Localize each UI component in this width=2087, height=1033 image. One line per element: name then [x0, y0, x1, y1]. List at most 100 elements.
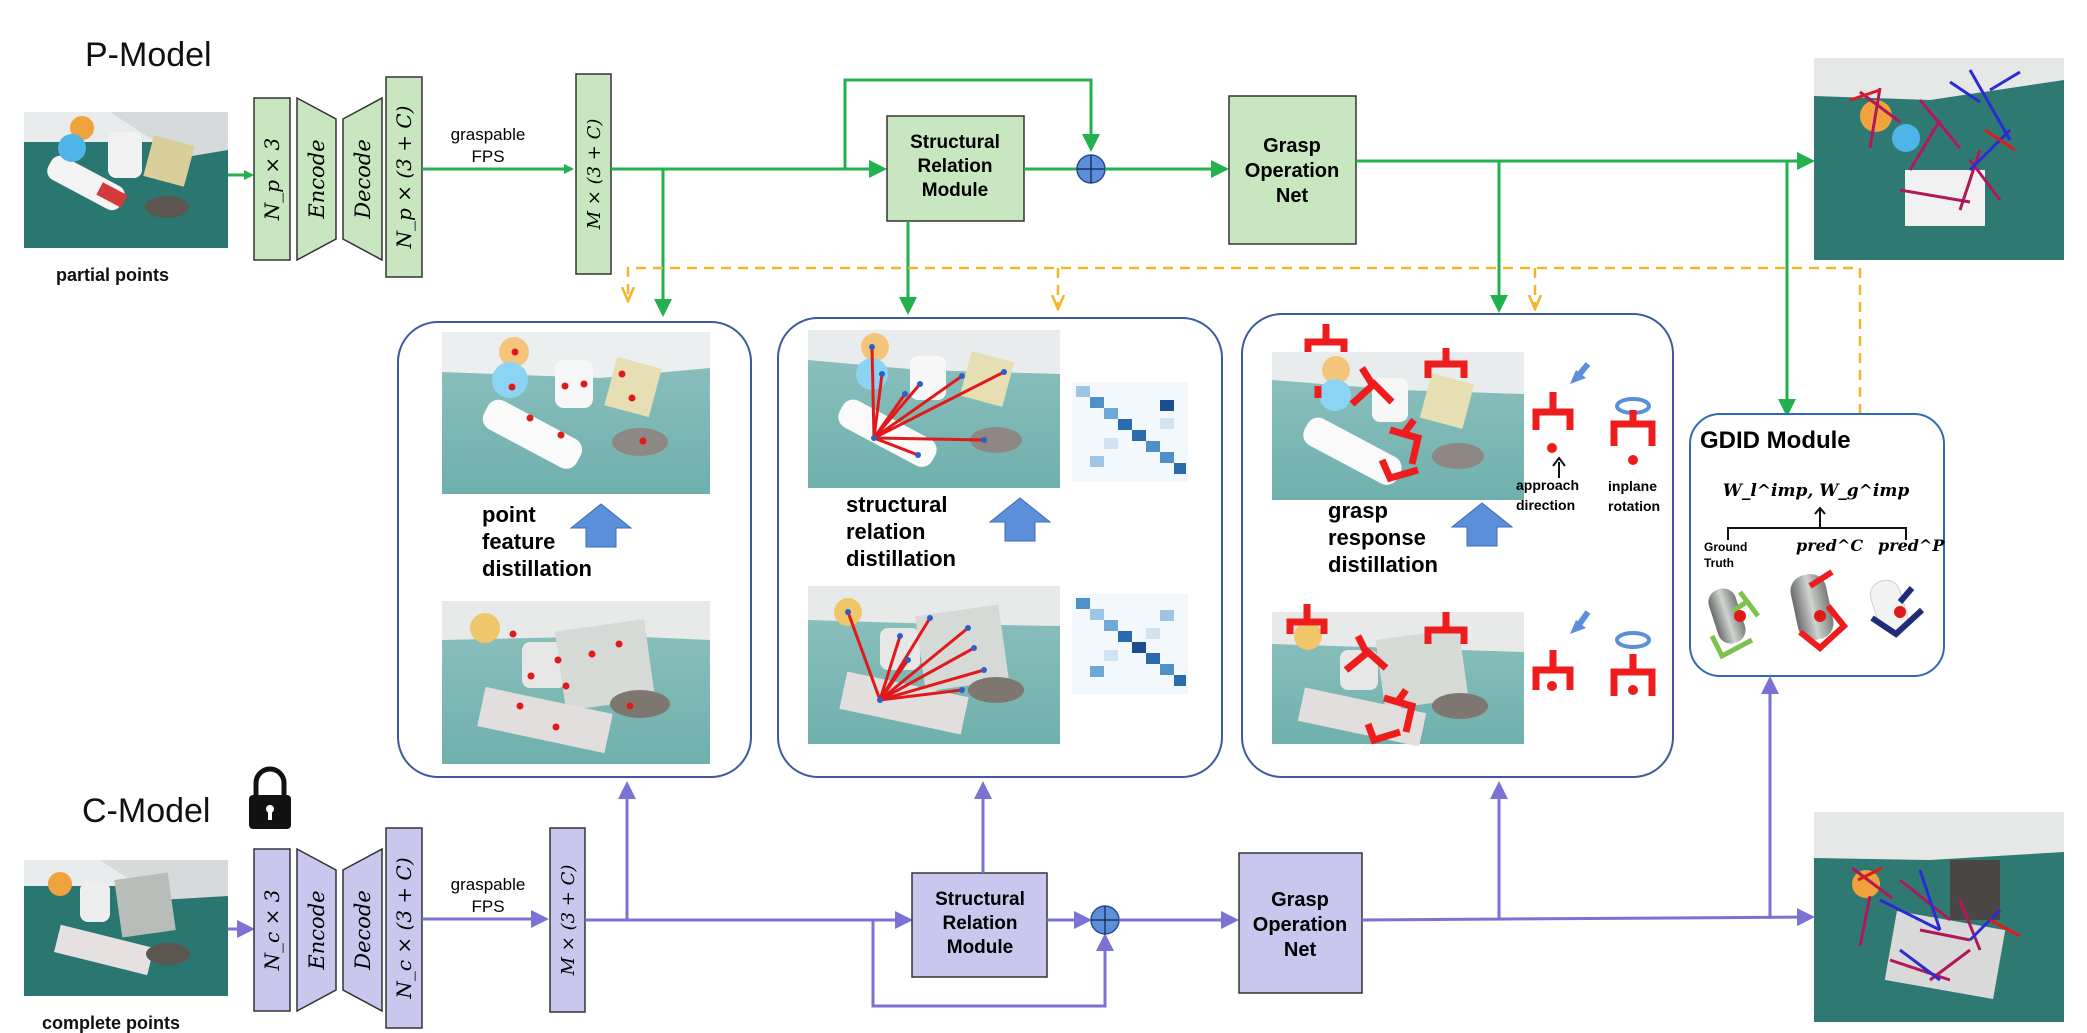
- srm-top-line2: Relation: [918, 156, 993, 177]
- gdid-feedback-dash-top: [628, 266, 1862, 414]
- approach-direction-icon-bottom: [1532, 610, 1591, 691]
- gon-top-line3: Net: [1276, 185, 1309, 207]
- gdid-weights: W_l^imp, W_g^imp: [1723, 481, 1910, 501]
- inplane-rotation-icon-top: [1610, 397, 1656, 465]
- grasp-panel-up-arrow: [1450, 502, 1514, 547]
- p-model-title: P-Model: [85, 36, 212, 74]
- grasp-panel-bottom-scene: [1272, 612, 1524, 747]
- sampled-shape-top-label: M × (3 + C): [584, 119, 605, 231]
- decoder-top-label: Decode: [351, 139, 375, 220]
- gon-bottom-line2: Operation: [1253, 914, 1347, 936]
- srm-top-line3: Module: [922, 180, 989, 201]
- gon-bottom-line1: Grasp: [1271, 889, 1329, 911]
- sampled-shape-bottom: M × (3 + C): [549, 827, 586, 1013]
- point-panel-up-arrow: [569, 503, 633, 548]
- grasp-panel-top-scene: [1272, 352, 1524, 500]
- decoder-bottom-label: Decode: [351, 890, 375, 971]
- struct-panel-bottom-edges: [846, 611, 985, 702]
- complete-points-image: [24, 860, 228, 996]
- decoder-out-top-label: N_p × (3 + C): [392, 106, 416, 250]
- grasp-operation-net-top: Grasp Operation Net: [1228, 95, 1357, 245]
- structural-relation-module-bottom: Structural Relation Module: [911, 872, 1048, 978]
- grasp-panel-line2: response: [1328, 525, 1426, 550]
- gon-top-line1: Grasp: [1263, 135, 1321, 157]
- sampled-shape-top: M × (3 + C): [575, 73, 612, 275]
- point-panel-top-scene: [442, 332, 710, 494]
- struct-panel-up-arrow: [988, 497, 1052, 542]
- struct-panel-line2: relation: [846, 519, 925, 544]
- gdid-title: GDID Module: [1700, 427, 1851, 454]
- struct-panel-line3: distillation: [846, 546, 956, 571]
- encoder-bottom: Encode: [296, 847, 337, 1013]
- encoder-top-label: Encode: [305, 139, 329, 219]
- decoder-out-shape-top: N_p × (3 + C): [385, 76, 423, 278]
- point-panel-top-dots: [508, 348, 647, 445]
- input-shape-box-bottom: N_c × 3: [253, 848, 291, 1012]
- sampled-shape-bottom-label: M × (3 + C): [558, 865, 579, 977]
- srm-bottom-line2: Relation: [943, 913, 1018, 934]
- struct-panel-bottom-scene: [808, 586, 1060, 744]
- decoder-out-bottom-label: N_c × (3 + C): [392, 857, 416, 999]
- structural-relation-distillation-panel: structural relation distillation: [777, 317, 1223, 778]
- grasp-response-distillation-panel: grasp response distillation approach dir…: [1241, 313, 1674, 778]
- gdid-gt-icon: [1708, 588, 1760, 660]
- skip-line-top: [843, 78, 1100, 169]
- grasp-operation-net-bottom: Grasp Operation Net: [1238, 852, 1363, 994]
- decoder-out-shape-bottom: N_c × (3 + C): [385, 827, 423, 1029]
- fps-bottom-line1: graspable: [451, 875, 526, 894]
- point-panel-line2: feature: [482, 529, 555, 554]
- point-panel-line3: distillation: [482, 556, 592, 581]
- srm-bottom-line3: Module: [947, 937, 1014, 958]
- grasp-panel-line3: distillation: [1328, 552, 1438, 577]
- fps-top-line2: FPS: [471, 147, 504, 166]
- fps-top-line1: graspable: [451, 125, 526, 144]
- gon-to-output-bottom: [1361, 908, 1815, 927]
- p-model-output-image: [1814, 58, 2064, 260]
- similarity-matrix-bottom: [1072, 594, 1188, 694]
- gdid-module: GDID Module W_l^imp, W_g^imp Ground Trut…: [1689, 413, 1945, 677]
- lock-icon: [249, 766, 291, 829]
- approach-label-line2: direction: [1516, 497, 1575, 513]
- encoder-bottom-label: Encode: [305, 890, 329, 970]
- structural-relation-module-top: Structural Relation Module: [886, 115, 1025, 222]
- gdid-gt-line1: Ground: [1704, 540, 1747, 554]
- struct-panel-top-edges: [870, 346, 1005, 457]
- inplane-label-line2: rotation: [1608, 498, 1660, 514]
- gon-bottom-line3: Net: [1284, 939, 1317, 961]
- approach-direction-icon-top: [1532, 362, 1591, 453]
- c-model-output-image: [1814, 812, 2064, 1022]
- input-shape-box-top: N_p × 3: [253, 97, 291, 261]
- gdid-pred-c-icon: [1790, 569, 1849, 652]
- point-panel-line1: point: [482, 502, 536, 527]
- decoder-bottom: Decode: [342, 847, 383, 1013]
- complete-points-caption: complete points: [42, 1013, 180, 1033]
- encoder-top: Encode: [296, 96, 337, 262]
- gdid-pred-p-icon: [1869, 579, 1925, 638]
- grasp-panel-bottom-grippers: [1286, 604, 1468, 745]
- gdid-bracket: [1727, 527, 1907, 540]
- gdid-pred-p: pred^P: [1878, 536, 1945, 555]
- skip-line-bottom: [871, 920, 1114, 1008]
- srm-top-line1: Structural: [910, 132, 1000, 153]
- point-panel-bottom-scene: [442, 601, 710, 764]
- gon-top-line2: Operation: [1245, 160, 1339, 182]
- struct-panel-top-nodes: [869, 344, 1007, 458]
- struct-panel-bottom-nodes: [845, 609, 987, 703]
- grasp-panel-line1: grasp: [1328, 498, 1388, 523]
- partial-points-caption: partial points: [56, 265, 169, 285]
- partial-points-image: [24, 112, 228, 248]
- struct-panel-line1: structural: [846, 492, 947, 517]
- fps-bottom-line2: FPS: [471, 897, 504, 916]
- decoder-top: Decode: [342, 96, 383, 262]
- approach-label-line1: approach: [1516, 477, 1579, 493]
- sum-node-bottom: [1090, 905, 1120, 935]
- c-model-title: C-Model: [82, 792, 210, 830]
- inplane-label-line1: inplane: [1608, 478, 1657, 494]
- input-shape-top-label: N_p × 3: [260, 138, 284, 222]
- srm-bottom-line1: Structural: [935, 889, 1025, 910]
- point-panel-bottom-dots: [509, 630, 634, 731]
- gdid-pred-c: pred^C: [1796, 536, 1863, 555]
- point-feature-distillation-panel: point feature distillation: [397, 321, 752, 778]
- input-shape-bottom-label: N_c × 3: [260, 890, 284, 972]
